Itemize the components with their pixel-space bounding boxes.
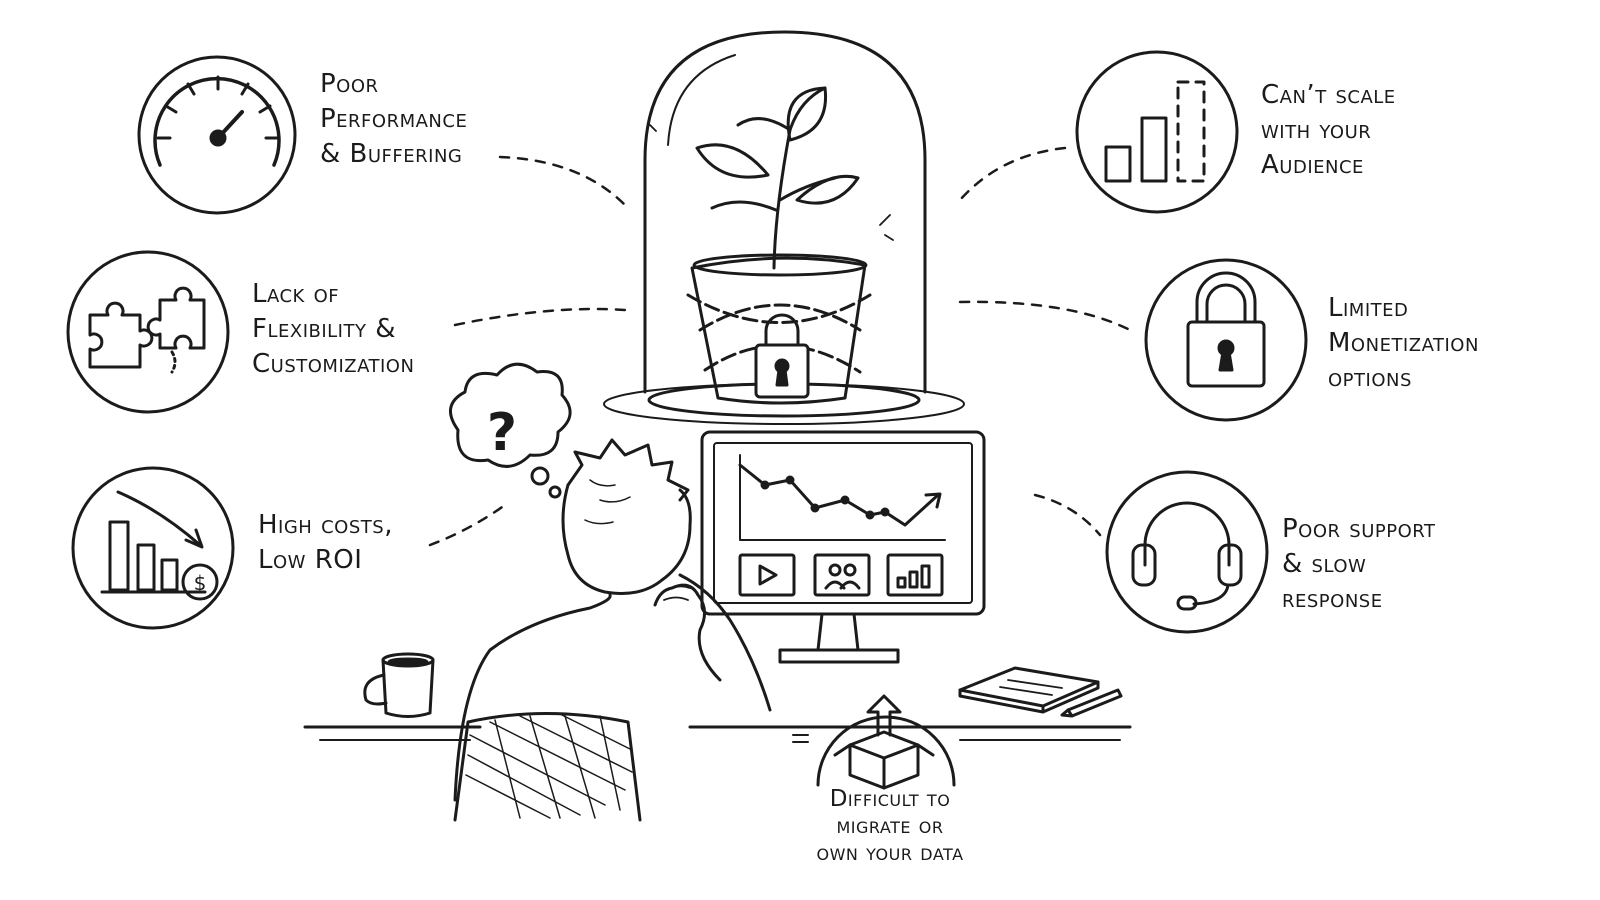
potted-plant xyxy=(692,88,866,403)
label-difficult-migrate: Difficult to migrate or own your data xyxy=(816,786,964,866)
padlock-icon xyxy=(1146,260,1306,420)
question-mark: ? xyxy=(487,403,517,463)
pen-icon xyxy=(1062,690,1121,716)
notepad-icon xyxy=(960,668,1098,712)
computer-monitor xyxy=(702,432,984,662)
label-high-costs: High costs, Low ROI xyxy=(258,510,393,575)
bar-chart-growth-icon xyxy=(1077,52,1237,212)
person-thinking xyxy=(455,440,770,800)
chain-padlock-icon xyxy=(756,315,808,397)
glass-dome xyxy=(604,32,964,424)
label-limited-monetization: Limited Monetization options xyxy=(1328,293,1479,393)
office-chair xyxy=(455,714,640,821)
headset-icon xyxy=(1107,472,1267,632)
puzzle-pieces-icon xyxy=(68,252,228,412)
speedometer-icon xyxy=(139,57,295,213)
declining-bars-dollar-icon: $ xyxy=(73,468,233,628)
connector-lines xyxy=(430,148,1130,545)
label-poor-support: Poor support & slow response xyxy=(1282,514,1436,614)
box-upload-icon xyxy=(818,696,954,788)
thought-bubble xyxy=(450,364,570,497)
desk xyxy=(305,727,1130,742)
coffee-mug-icon xyxy=(365,654,433,717)
label-poor-performance: Poor Performance & Buffering xyxy=(320,69,468,169)
svg-text:$: $ xyxy=(194,571,207,595)
label-cant-scale: Can’t scale with your Audience xyxy=(1261,80,1396,180)
label-lack-of-flexibility: Lack of Flexibility & Customization xyxy=(252,279,415,379)
